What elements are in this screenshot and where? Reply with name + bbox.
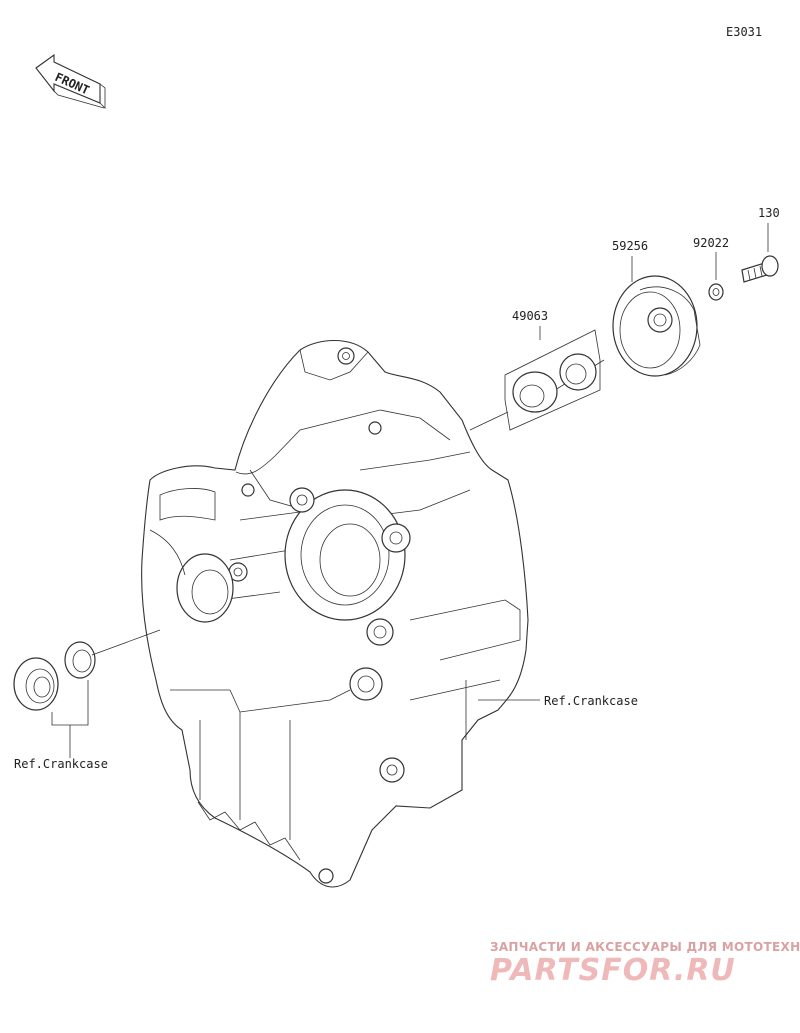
ref-crankcase-right: Ref.Crankcase: [544, 694, 638, 708]
impeller-cover: [612, 275, 701, 377]
part-label-59256: 59256: [612, 239, 648, 253]
front-label: FRONT: [53, 70, 92, 97]
pump-seal: [559, 353, 597, 391]
ref-crankcase-left: Ref.Crankcase: [14, 757, 108, 771]
bolt: [741, 255, 779, 283]
left-oil-seal: [64, 641, 96, 679]
crankcase: [141, 340, 529, 888]
washer: [708, 283, 724, 301]
watermark-tagline: ЗАПЧАСТИ И АКСЕССУАРЫ ДЛЯ МОТОТЕХНИКИ: [490, 940, 800, 954]
part-label-49063: 49063: [512, 309, 548, 323]
part-label-92022: 92022: [693, 236, 729, 250]
part-label-130: 130: [758, 206, 780, 220]
mechanical-seal: [512, 371, 558, 413]
left-bearing: [13, 657, 59, 711]
watermark-logo: PARTSFOR.RU: [490, 953, 736, 988]
diagram-code: E3031: [726, 25, 762, 39]
front-arrow: FRONT: [35, 53, 106, 109]
pump-kit-bracket: [504, 329, 601, 431]
